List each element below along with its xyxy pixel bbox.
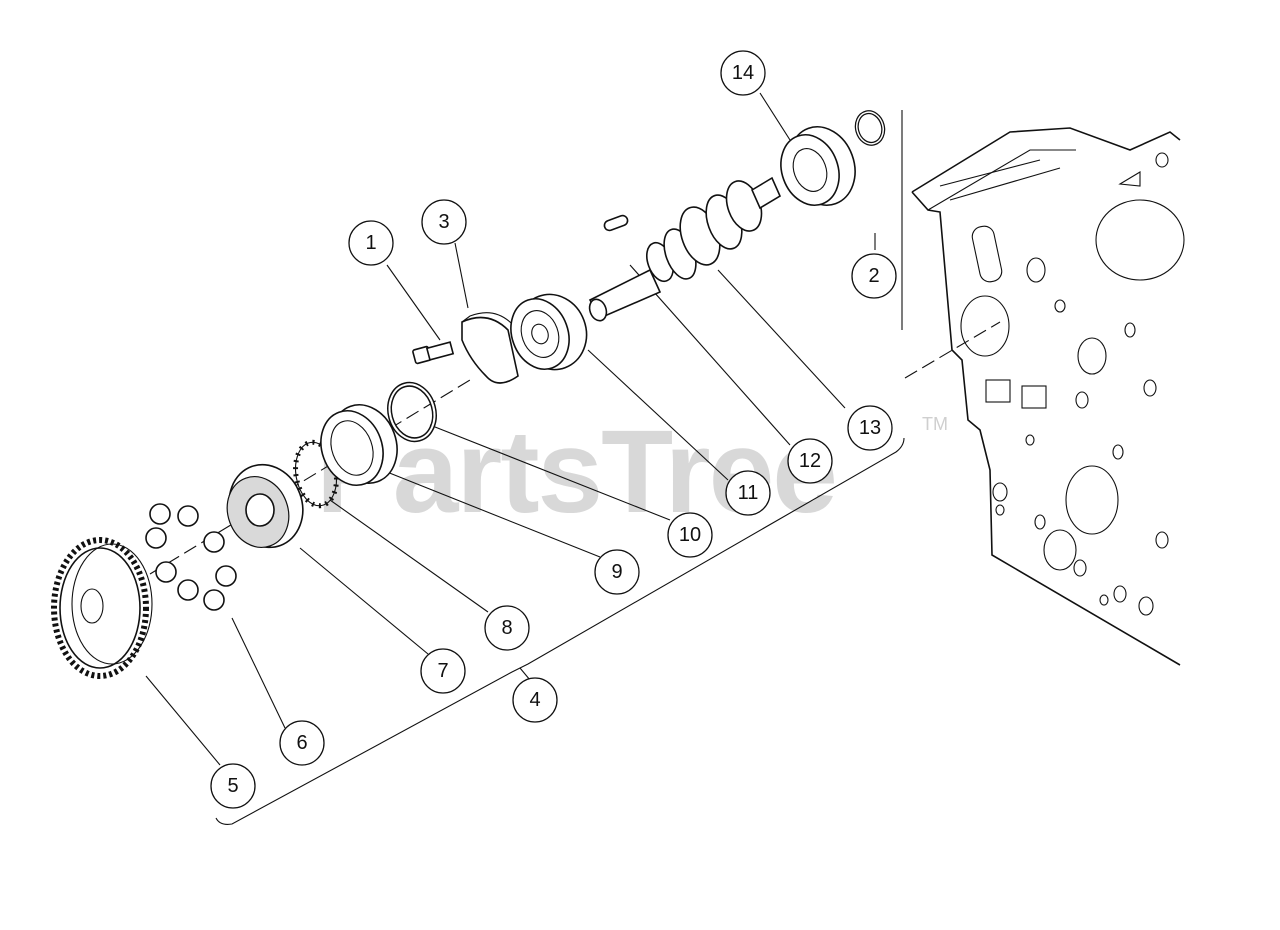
callout-9[interactable]: 9 — [594, 549, 640, 595]
callout-6-label: 6 — [296, 732, 307, 754]
callout-11-label: 11 — [738, 482, 759, 504]
callout-8[interactable]: 8 — [484, 605, 530, 651]
callout-2[interactable]: 2 — [851, 253, 897, 299]
callout-12[interactable]: 12 — [787, 438, 833, 484]
callouts: 1 2 3 4 5 6 7 8 — [210, 50, 897, 809]
assembly-leader-lines — [145, 92, 1001, 825]
callout-2-label: 2 — [868, 265, 879, 287]
callout-14-label: 14 — [732, 62, 754, 84]
callout-13-label: 13 — [859, 417, 881, 439]
callout-8-label: 8 — [501, 617, 512, 639]
callout-13[interactable]: 13 — [847, 405, 893, 451]
callout-5-label: 5 — [227, 775, 238, 797]
gear-part — [51, 537, 153, 679]
callout-10-label: 10 — [679, 524, 701, 546]
front-bearing-part — [510, 293, 588, 371]
bearing-holder-part — [461, 312, 519, 384]
callout-12-label: 12 — [799, 450, 821, 472]
rear-bearing-part — [780, 126, 856, 206]
callout-11[interactable]: 11 — [725, 470, 771, 516]
callout-1[interactable]: 1 — [348, 220, 394, 266]
engine-block — [911, 127, 1185, 666]
woodruff-key-part — [603, 214, 629, 232]
callout-7[interactable]: 7 — [420, 648, 466, 694]
callout-14[interactable]: 14 — [720, 50, 766, 96]
bolt-part — [412, 341, 455, 365]
callout-6[interactable]: 6 — [279, 720, 325, 766]
callout-4-label: 4 — [529, 689, 540, 711]
callout-7-label: 7 — [437, 660, 448, 682]
thrust-plate-part — [226, 463, 304, 549]
steel-balls-part — [145, 503, 237, 611]
snap-ring-part — [387, 381, 437, 443]
circlip-part — [854, 110, 886, 146]
callout-9-label: 9 — [611, 561, 622, 583]
camshaft-part — [588, 176, 782, 322]
callout-4[interactable]: 4 — [512, 677, 558, 723]
watermark-trademark: TM — [922, 414, 948, 434]
callout-3[interactable]: 3 — [421, 199, 467, 245]
callout-10[interactable]: 10 — [667, 512, 713, 558]
oil-seal-part — [320, 404, 398, 486]
callout-3-label: 3 — [438, 211, 449, 233]
callout-5[interactable]: 5 — [210, 763, 256, 809]
callout-1-label: 1 — [365, 232, 376, 254]
